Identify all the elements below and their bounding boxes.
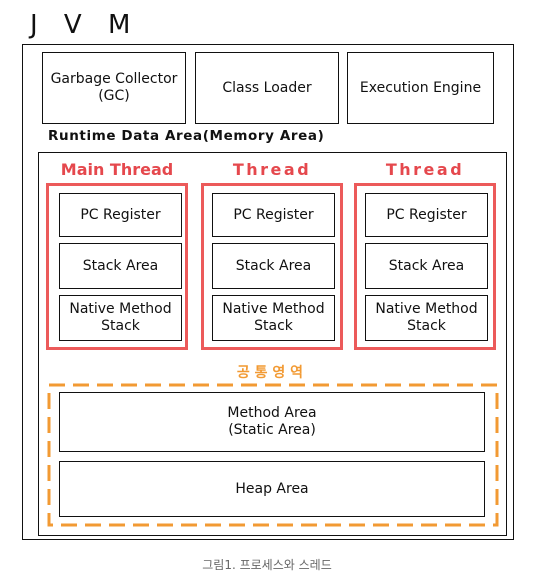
main-thread-title: Main Thread	[60, 160, 174, 179]
runtime-data-area-label: Runtime Data Area(Memory Area)	[48, 128, 325, 144]
heap-area-box: Heap Area	[59, 461, 485, 517]
thread-3-title: Thread	[385, 160, 465, 179]
class-loader-box: Class Loader	[195, 52, 339, 124]
thread-2-pc-register: PC Register	[212, 193, 335, 237]
figure-caption: 그림1. 프로세스와 스레드	[202, 558, 332, 572]
thread-3-native-method-stack: Native Method Stack	[365, 295, 488, 341]
main-thread-native-method-stack: Native Method Stack	[59, 295, 182, 341]
thread-2-title: Thread	[232, 160, 312, 179]
main-thread-frame	[46, 183, 188, 350]
garbage-collector-box: Garbage Collector (GC)	[42, 52, 186, 124]
thread-2-frame	[201, 183, 343, 350]
thread-3-pc-register: PC Register	[365, 193, 488, 237]
execution-engine-box: Execution Engine	[347, 52, 494, 124]
jvm-title: J V M	[30, 10, 140, 40]
shared-area-label: 공 통 영 역	[236, 365, 304, 381]
thread-3-stack-area: Stack Area	[365, 243, 488, 289]
shared-area-frame	[47, 383, 499, 527]
thread-3-frame	[354, 183, 496, 350]
main-thread-stack-area: Stack Area	[59, 243, 182, 289]
thread-2-native-method-stack: Native Method Stack	[212, 295, 335, 341]
main-thread-pc-register: PC Register	[59, 193, 182, 237]
thread-2-stack-area: Stack Area	[212, 243, 335, 289]
method-area-box: Method Area (Static Area)	[59, 392, 485, 452]
runtime-data-area-frame	[38, 152, 507, 536]
jvm-frame	[22, 44, 514, 540]
